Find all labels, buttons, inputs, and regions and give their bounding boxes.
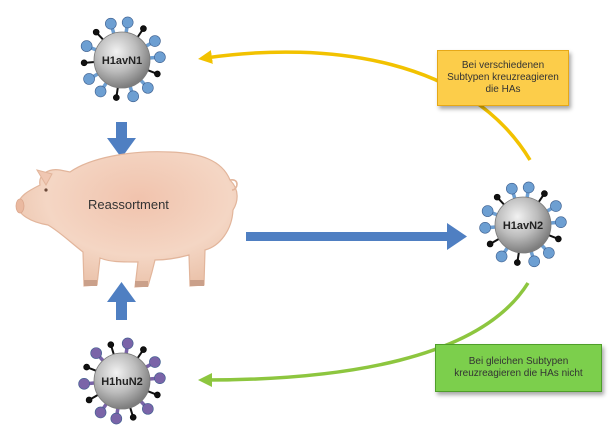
virus-spike-head: [142, 82, 154, 94]
virus-spike-head: [121, 337, 134, 350]
virus-spike-head: [479, 222, 491, 234]
virus-spike-head: [522, 181, 535, 194]
virus-spike-head: [113, 94, 120, 101]
virus-spike-head: [121, 16, 134, 29]
virus-spike-head: [481, 205, 494, 217]
virus-spike-head: [80, 59, 88, 67]
pig-illustration: [15, 151, 238, 288]
virus-spike-head: [85, 396, 93, 404]
virus-spike-head: [94, 406, 107, 419]
virus-spike-head: [107, 341, 115, 348]
virus-spike-head: [80, 40, 93, 52]
virus-spike-head: [78, 378, 90, 390]
virus-spike-head: [149, 35, 161, 47]
virus-spike-head: [127, 90, 139, 103]
virus-spike-head: [493, 193, 501, 201]
virus-h1avn1: H1avN1: [80, 16, 166, 103]
virus-spike-head: [550, 200, 562, 212]
note-different-subtypes: Bei verschiedenen Subtypen kreuzreagiere…: [437, 50, 569, 106]
virus-h1avn2-label: H1avN2: [503, 220, 543, 232]
virus-spike-head: [90, 347, 102, 359]
virus-spike-head: [110, 412, 123, 425]
virus-spike-head: [541, 190, 548, 197]
virus-spike-head: [543, 247, 555, 259]
virus-spike-head: [140, 346, 147, 353]
note-different-subtypes-text: Bei verschiedenen Subtypen kreuzreagiere…: [447, 60, 559, 95]
virus-spike-head: [142, 403, 154, 415]
yellow-curved-arrow: [198, 50, 532, 161]
green-curved-arrow: [198, 282, 530, 387]
note-same-subtypes-text: Bei gleichen Subtypen kreuzreagieren die…: [454, 356, 583, 379]
virus-spike-head: [555, 235, 562, 243]
virus-h1avn2: H1avN2: [479, 181, 567, 268]
virus-h1avn1-label: H1avN1: [102, 55, 142, 67]
virus-spike-head: [94, 85, 107, 98]
virus-h1hun2: H1huN2: [78, 337, 166, 425]
virus-spike-head: [83, 73, 95, 85]
virus-spike-head: [528, 255, 540, 268]
virus-spike-head: [555, 216, 567, 228]
virus-spike-head: [154, 70, 161, 78]
virus-spike-head: [495, 250, 508, 263]
virus-spike-head: [140, 25, 147, 32]
virus-spike-head: [506, 182, 518, 195]
virus-spike-head: [149, 356, 161, 368]
arrow-pig-to-virus: [246, 223, 467, 250]
arrow-up-to-pig: [107, 282, 136, 320]
virus-spike-head: [83, 363, 90, 371]
virus-h1hun2-label: H1huN2: [101, 376, 143, 388]
virus-spike-head: [154, 51, 166, 63]
virus-spike-head: [154, 372, 166, 384]
virus-spike-head: [486, 240, 494, 248]
virus-spike-head: [105, 17, 117, 30]
arrow-down-to-pig: [107, 122, 136, 158]
virus-spike-head: [154, 391, 161, 399]
virus-spike-head: [92, 28, 100, 36]
virus-spike-head: [514, 259, 521, 266]
pig-label: Reassortment: [88, 197, 169, 212]
virus-spike-head: [129, 414, 137, 421]
note-same-subtypes: Bei gleichen Subtypen kreuzreagieren die…: [435, 344, 602, 392]
